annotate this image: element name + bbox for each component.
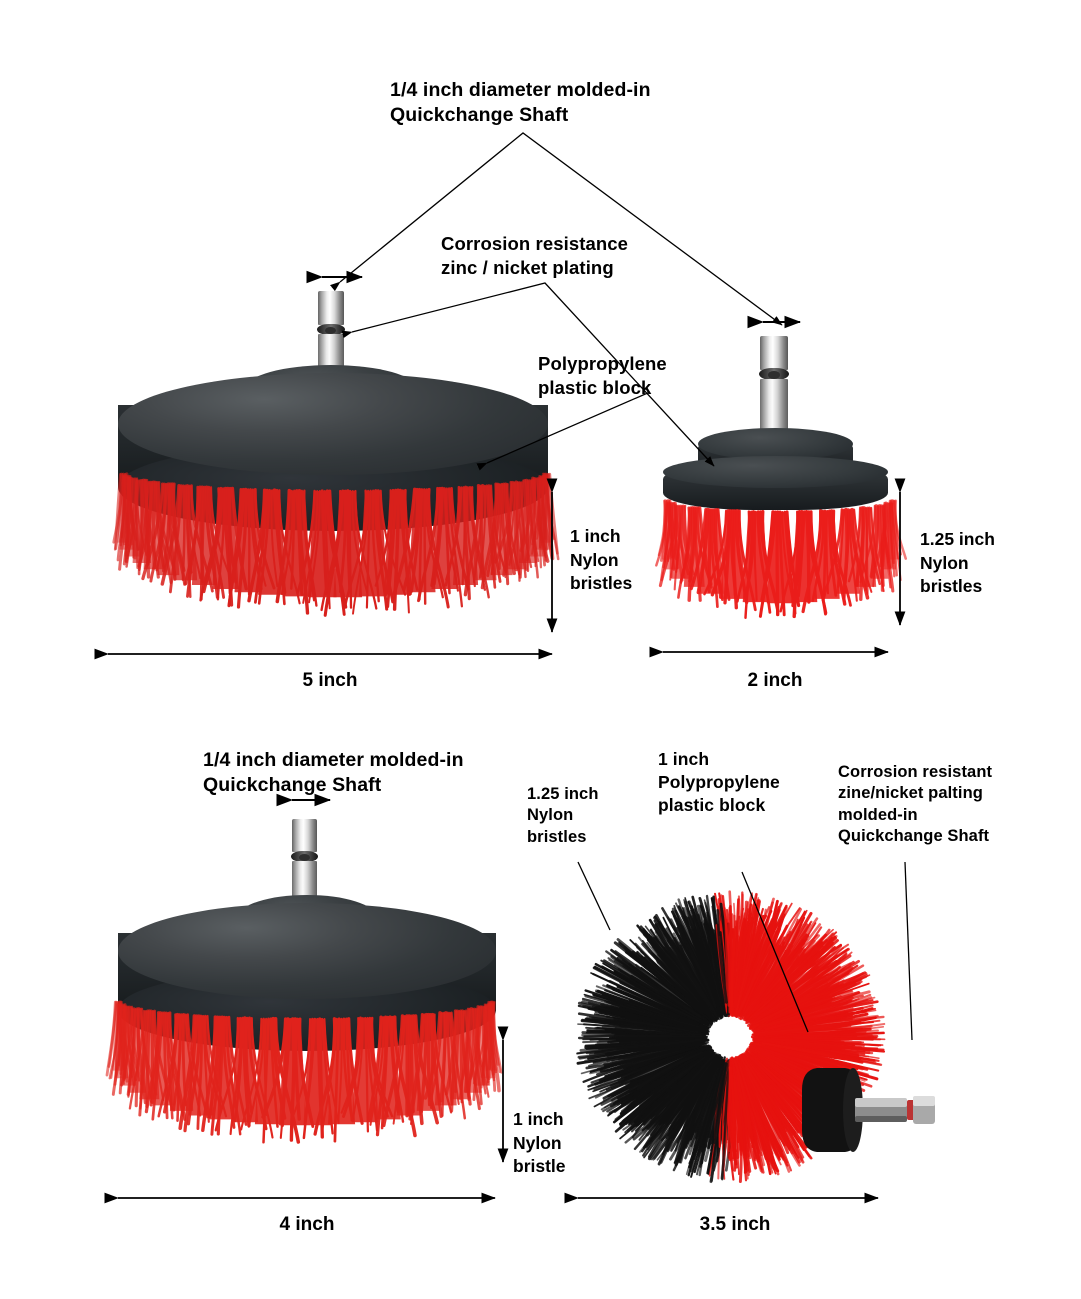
label-top-quickchange-shaft: 1/4 inch diameter molded-in Quickchange … xyxy=(390,79,651,127)
bristles-2in xyxy=(655,499,907,620)
cup-lower-cap-2in xyxy=(663,456,888,488)
label-5in-bristles: 1 inch Nylon bristles xyxy=(570,526,633,594)
bristles-4in xyxy=(105,1000,503,1144)
label-top-corrosion-resistance: Corrosion resistance zinc / nicket plati… xyxy=(441,233,629,279)
label-3-5in-width: 3.5 inch xyxy=(699,1214,771,1235)
product-brush-2-inch xyxy=(640,322,920,652)
label-4in-width: 4 inch xyxy=(279,1214,335,1235)
disc-top-5in xyxy=(118,373,548,475)
cup-upper-cap-2in xyxy=(698,428,853,460)
label-4in-bristles: 1 inch Nylon bristle xyxy=(513,1109,566,1177)
ball-brush-body xyxy=(576,890,935,1184)
label-bottom-polypropylene-block: 1 inch Polypropylene plastic block xyxy=(658,749,780,815)
product-brush-4-inch xyxy=(100,805,540,1205)
bristles-5in xyxy=(112,472,560,617)
label-bottom-quickchange-shaft: 1/4 inch diameter molded-in Quickchange … xyxy=(203,749,464,797)
label-2in-width: 2 inch xyxy=(747,670,803,691)
label-bottom-corrosion-resistant: Corrosion resistant zine/nicket palting … xyxy=(838,763,993,846)
disc-top-4in xyxy=(118,903,496,999)
label-5in-width: 5 inch xyxy=(302,670,358,691)
label-bottom-125-bristles: 1.25 inch Nylon bristles xyxy=(527,785,599,846)
product-brush-5-inch xyxy=(100,285,570,650)
label-2in-bristles: 1.25 inch Nylon bristles xyxy=(920,529,995,597)
ball-hub xyxy=(802,1068,935,1152)
product-brush-3-5-inch xyxy=(555,885,955,1195)
